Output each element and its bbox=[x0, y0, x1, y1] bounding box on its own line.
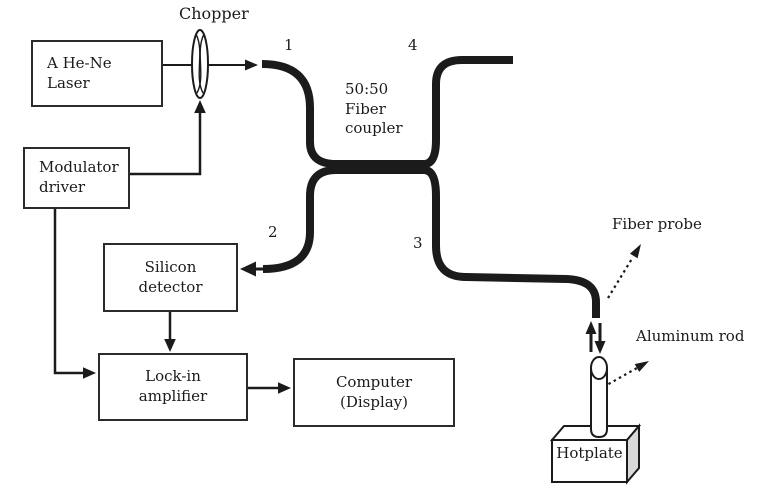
fiber-port1-to-port4 bbox=[261, 56, 513, 168]
fiber-probe-pointer bbox=[607, 244, 641, 299]
fiber-probe-label: Fiber probe bbox=[612, 215, 702, 233]
laser-beam-arrow bbox=[163, 59, 258, 71]
silicon-detector-box: Silicon detector bbox=[103, 243, 238, 312]
port-1-label: 1 bbox=[284, 36, 294, 54]
lockin-amplifier-box: Lock-in amplifier bbox=[98, 353, 248, 421]
lockin-to-computer-arrow bbox=[248, 382, 291, 394]
modulator-to-lockin-arrow bbox=[53, 209, 96, 379]
reflected-light-up-arrow bbox=[585, 321, 597, 352]
port-4-label: 4 bbox=[408, 36, 418, 54]
chopper-wheel-icon bbox=[191, 29, 209, 99]
fiber-to-detector-arrowhead bbox=[240, 261, 265, 277]
detector-to-lockin-arrow bbox=[164, 312, 176, 352]
modulator-driver-box: Modulator driver bbox=[23, 147, 130, 209]
incident-light-down-arrow bbox=[594, 323, 606, 354]
port-2-label: 2 bbox=[268, 223, 278, 241]
fiber-coupler-label: 50:50 Fiber coupler bbox=[345, 80, 403, 137]
modulator-to-chopper-arrow bbox=[130, 100, 206, 176]
chopper-label: Chopper bbox=[179, 4, 249, 23]
fiber-port2-to-port3 bbox=[262, 166, 600, 318]
aluminum-rod-label: Aluminum rod bbox=[636, 327, 745, 345]
port-3-label: 3 bbox=[413, 234, 423, 252]
aluminum-rod-shape bbox=[590, 356, 608, 439]
hotplate-label: Hotplate bbox=[556, 444, 623, 462]
computer-display-box: Computer (Display) bbox=[293, 358, 455, 427]
laser-box: A He-Ne Laser bbox=[31, 40, 163, 107]
